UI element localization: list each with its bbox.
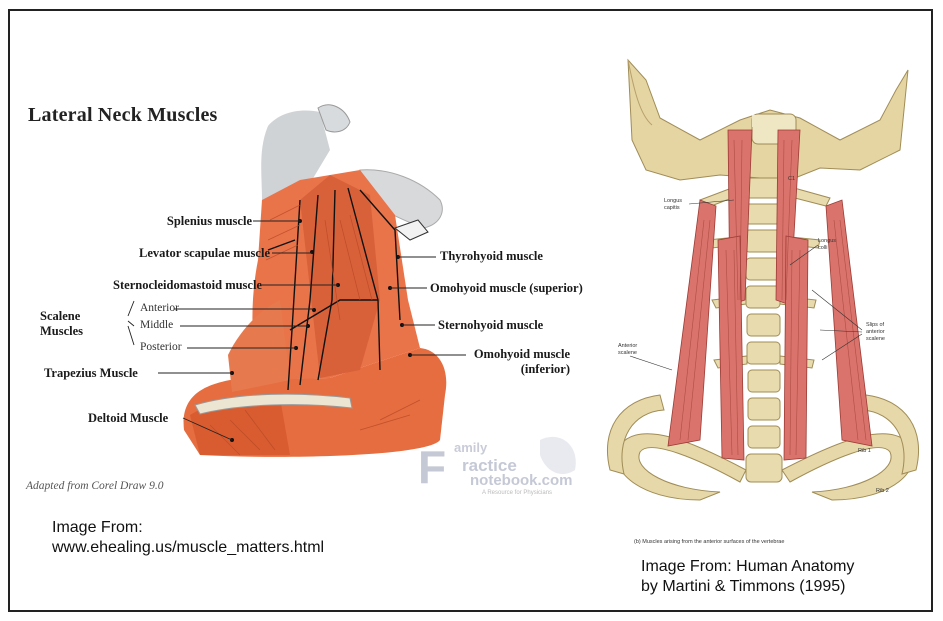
label-rib-1: Rib 1 — [858, 448, 871, 454]
label-anterior: Anterior — [140, 302, 179, 314]
watermark-tagline: A Resource for Physicians — [482, 490, 552, 496]
anterior-neck-illustration — [607, 60, 918, 500]
label-posterior: Posterior — [140, 341, 182, 353]
label-middle: Middle — [140, 319, 173, 331]
left-caption: Image From: www.ehealing.us/muscle_matte… — [52, 518, 324, 558]
label-omohyoid-inferior: Omohyoid muscle (inferior) — [440, 347, 570, 377]
right-caption: Image From: Human Anatomy by Martini & T… — [641, 557, 854, 597]
label-scalene-group: Scalene Muscles — [40, 309, 83, 339]
watermark-amily: amily — [454, 440, 487, 455]
label-splenius: Splenius muscle — [130, 214, 252, 229]
label-c1: C1 — [788, 176, 795, 182]
label-rib-2: Rib 2 — [876, 488, 889, 494]
diagram-title: Lateral Neck Muscles — [28, 104, 218, 127]
label-thyrohyoid: Thyrohyoid muscle — [440, 249, 543, 264]
label-slips-anterior-scalene: Slips of anterior scalene — [866, 322, 885, 343]
label-trapezius: Trapezius Muscle — [44, 366, 138, 381]
small-vertebra-label-bg — [752, 115, 774, 127]
watermark-f: F — [418, 440, 446, 494]
adapted-note: Adapted from Corel Draw 9.0 — [26, 480, 163, 492]
right-subcaption: (b) Muscles arising from the anterior su… — [634, 539, 784, 545]
label-omohyoid-superior: Omohyoid muscle (superior) — [430, 281, 583, 296]
label-deltoid: Deltoid Muscle — [88, 411, 168, 426]
watermark-emblem — [540, 437, 576, 474]
watermark-notebook: notebook.com — [470, 472, 573, 489]
label-longus-colli: Longus colli — [818, 238, 836, 252]
label-sternohyoid: Sternohyoid muscle — [438, 318, 543, 333]
label-levator-scapulae: Levator scapulae muscle — [98, 246, 270, 261]
label-longus-capitis: Longus capitis — [664, 198, 682, 212]
label-sternocleidomastoid: Sternocleidomastoid muscle — [56, 278, 262, 293]
label-anterior-scalene: Anterior scalene — [618, 343, 637, 357]
